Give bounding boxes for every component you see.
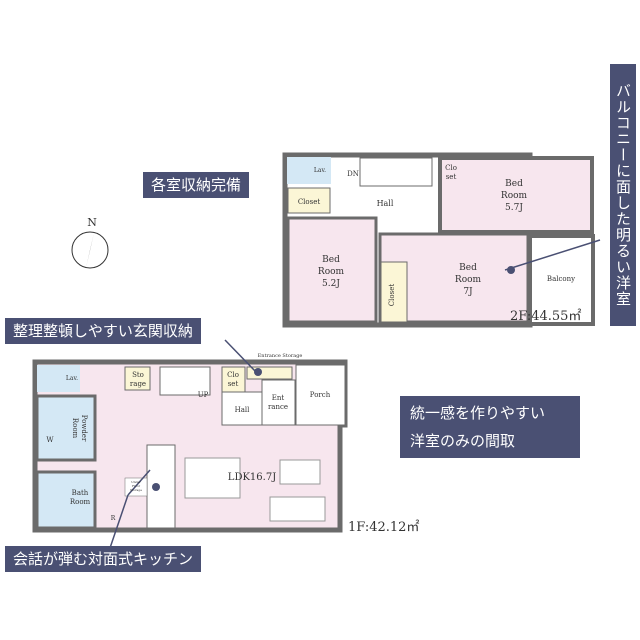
closet-2f xyxy=(287,187,331,214)
underfloor-label: Storage xyxy=(130,488,142,492)
callout-line-entrance xyxy=(224,339,256,372)
compass-circle xyxy=(71,231,109,269)
bed2-label: Bed xyxy=(322,255,340,265)
entrance-label: rance xyxy=(268,403,288,411)
entrance xyxy=(261,379,296,426)
bed1-label: Room xyxy=(501,191,528,201)
callout-storage: 各室収納完備 xyxy=(143,172,250,198)
entrance-storage-label: Entrance Storage xyxy=(258,353,303,359)
powder-room xyxy=(35,394,97,462)
second-floor xyxy=(282,152,601,328)
ldk-label: LDK16.7J xyxy=(228,472,276,483)
callout-dot-balcony xyxy=(507,266,515,274)
first-floor xyxy=(32,339,348,549)
closet-label-2f: Closet xyxy=(298,198,321,206)
callout-western-rooms: 統一感を作りやすい 洋室のみの間取 xyxy=(400,396,580,458)
dining-table xyxy=(184,457,241,499)
callout-dot-kitchen xyxy=(152,483,160,491)
bed1-label: 5.7J xyxy=(505,203,523,213)
bed3-label: 7J xyxy=(463,287,473,297)
balcony-label: Balcony xyxy=(547,275,575,283)
closet-top-label: Clo xyxy=(445,164,457,172)
coffee-table xyxy=(279,459,321,485)
callout-line-kitchen xyxy=(127,469,151,496)
bed2-label: 5.2J xyxy=(322,279,340,289)
closet-top-label: set xyxy=(446,173,457,181)
bed3-label: Room xyxy=(455,275,482,285)
underfloor-label: Under xyxy=(131,480,141,484)
refrigerator-label: R xyxy=(111,515,116,522)
storage-label: rage xyxy=(130,380,146,388)
callout-kitchen: 会話が弾む対面式キッチン xyxy=(5,546,202,572)
toilet-1f xyxy=(37,365,80,392)
powder-label: Room xyxy=(71,418,79,439)
closet-vertical-2f xyxy=(380,261,408,323)
callout-dot-entrance xyxy=(254,368,262,376)
floor1-area: 1F:42.12㎡ xyxy=(348,520,420,535)
callout-line-balcony xyxy=(504,239,601,271)
compass: N xyxy=(71,216,109,269)
bedroom-5-2j xyxy=(286,216,378,324)
entrance-label: Ent xyxy=(272,394,285,402)
storage-label: Sto xyxy=(132,371,144,379)
stairs-1f xyxy=(159,366,211,396)
dn-label: DN xyxy=(347,170,359,178)
bedroom-5-7j xyxy=(438,156,594,234)
kitchen-counter xyxy=(146,444,176,529)
storage-1f xyxy=(124,366,151,391)
hall-label-1f: Hall xyxy=(235,406,251,414)
lav-label-2f: Lav. xyxy=(314,167,326,174)
porch xyxy=(295,364,346,426)
bed1-label: Bed xyxy=(505,179,523,189)
floor2-area: 2F:44.55㎡ xyxy=(510,309,582,324)
sofa xyxy=(269,496,326,522)
bed3-label: Bed xyxy=(459,263,477,273)
powder-label: Powder xyxy=(80,415,88,442)
bath-label: Room xyxy=(70,498,91,506)
toilet-2f xyxy=(287,157,331,184)
hall-label-2f: Hall xyxy=(377,199,394,208)
washer-label: W xyxy=(46,436,54,444)
closet-label-1f: set xyxy=(228,380,239,388)
up-label: UP xyxy=(198,391,209,399)
bath-room xyxy=(35,470,97,530)
compass-north-label: N xyxy=(87,216,97,229)
porch-label: Porch xyxy=(310,391,331,399)
closet-1f xyxy=(221,366,246,393)
stairs-2f xyxy=(359,157,433,187)
bath-label: Bath xyxy=(72,489,89,497)
bed2-label: Room xyxy=(318,267,345,277)
callout-line: 統一感を作りやすい xyxy=(410,404,546,422)
callout-balcony-room: バルコニーに面した明るい洋室 xyxy=(610,64,636,326)
lav-label-1f: Lav. xyxy=(66,375,78,382)
balcony xyxy=(528,234,595,326)
underfloor-label: Floor xyxy=(132,484,141,488)
closet-vertical-label: Closet xyxy=(388,284,396,307)
callout-line: 洋室のみの間取 xyxy=(410,432,516,450)
compass-needle-icon xyxy=(86,233,94,268)
closet-label-1f: Clo xyxy=(227,371,239,379)
callout-entrance-storage: 整理整頓しやすい玄関収納 xyxy=(5,318,201,344)
